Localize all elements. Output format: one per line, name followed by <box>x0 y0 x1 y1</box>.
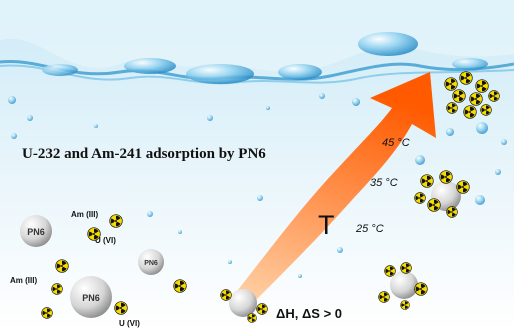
air-bubble <box>319 93 325 99</box>
air-bubble <box>207 115 213 121</box>
air-bubble <box>147 211 153 217</box>
diagram-title: U-232 and Am-241 adsorption by PN6 <box>22 146 266 162</box>
ion-label-uranium: U (VI) <box>119 319 140 328</box>
air-bubble <box>257 195 263 201</box>
air-bubble <box>501 139 507 145</box>
temp-label-35: 35 °C <box>370 177 398 189</box>
pn6-sphere-icon <box>20 215 164 318</box>
temperature-arrow <box>230 72 436 306</box>
thermodynamic-label: ΔH, ΔS > 0 <box>276 306 342 321</box>
ion-label-americium: Am (III) <box>10 276 37 285</box>
air-bubble <box>476 122 488 134</box>
air-bubble <box>415 155 425 165</box>
ion-label-americium: Am (III) <box>71 210 98 219</box>
air-bubble <box>337 247 343 253</box>
ion-label-uranium: U (VI) <box>95 236 116 245</box>
air-bubble <box>352 98 360 106</box>
temp-label-45: 45 °C <box>382 137 410 149</box>
pn6-label: PN6 <box>82 293 100 303</box>
air-bubble <box>11 133 17 139</box>
pn6-label: PN6 <box>27 227 45 237</box>
air-bubble-icon <box>8 93 507 278</box>
air-bubble <box>27 115 33 121</box>
air-bubble <box>298 274 302 278</box>
air-bubble <box>475 195 485 205</box>
pn6-label: PN6 <box>144 260 158 267</box>
air-bubble <box>495 169 501 175</box>
air-bubble <box>266 106 270 110</box>
air-bubble <box>178 230 182 234</box>
water-wave-icon <box>0 0 514 85</box>
air-bubble <box>94 124 98 128</box>
temp-label-25: 25 °C <box>355 223 384 235</box>
air-bubble <box>446 128 454 136</box>
pn6-loaded-sphere <box>229 181 461 317</box>
air-bubble <box>228 260 232 264</box>
temperature-symbol: T <box>318 210 335 240</box>
air-bubble <box>8 96 16 104</box>
